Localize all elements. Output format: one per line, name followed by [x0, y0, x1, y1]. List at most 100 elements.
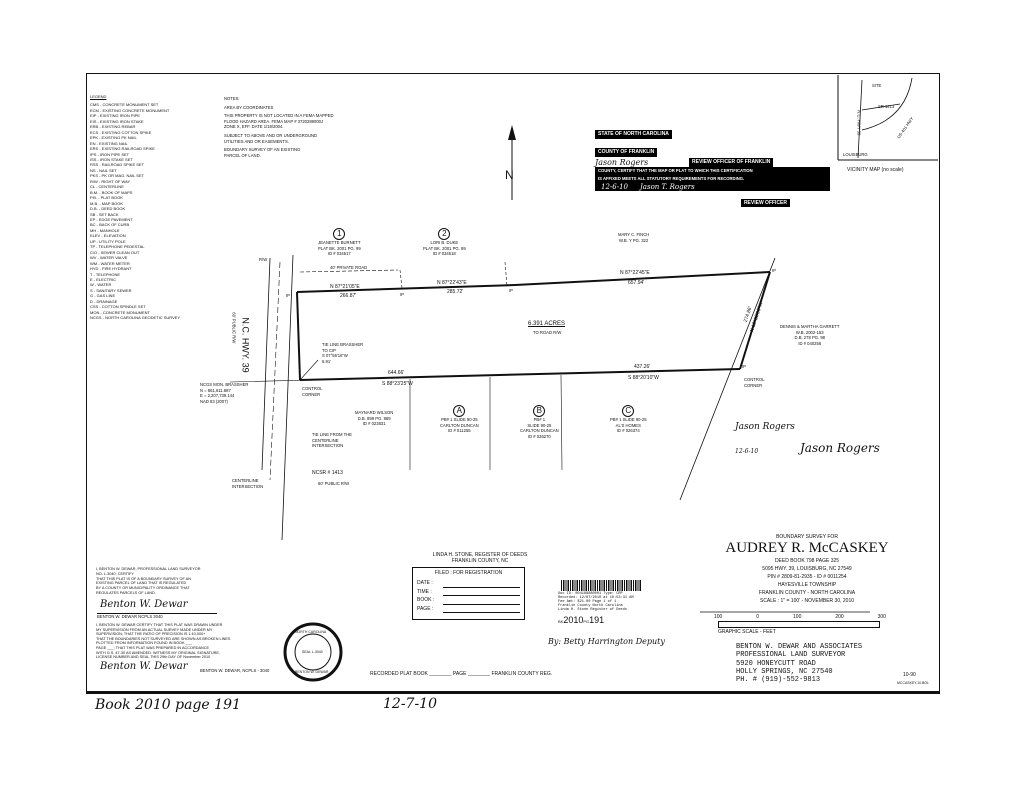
ip-marker: IP	[400, 292, 404, 297]
east-boundary	[739, 271, 771, 370]
legend-item: IPS - IRON PIPE SET	[90, 151, 130, 157]
certificate-line: LICENSE NUMBER AND SEAL THIS 29th DAY OF…	[96, 655, 211, 660]
owner-line: ID # 026270	[527, 433, 551, 439]
highway-label: N.C. HWY. 39	[240, 317, 251, 373]
review-date: 12-6-10	[601, 183, 628, 191]
vicinity-sr: SR 1413	[878, 104, 895, 109]
owner-line: PLAT BK. 2001 PG. 99	[423, 245, 466, 251]
firm-line: PROFESSIONAL LAND SURVEYOR	[736, 651, 846, 660]
recording-line: Recorded: 12/07/2010 at 10:53:31 AM	[558, 596, 634, 600]
owner-line: D.B. 278 PG. 98	[794, 335, 826, 341]
legend-item: D - DRAINAGE	[90, 298, 118, 304]
review-officer-title: REVIEW OFFICER	[740, 199, 790, 207]
owner-line: D.B. 899 PG. 869	[357, 415, 391, 421]
bearing-4: S 88°23'25"W	[382, 381, 413, 387]
surveyor-signature-2: Benton W. Dewar	[100, 661, 188, 672]
client-name: AUDREY R. McCASKEY	[725, 540, 889, 556]
owner-line: ID # 011255	[448, 428, 471, 434]
certificate-line: REGULATES PARCELS OF LAND.	[96, 590, 156, 595]
handwritten-date: 12-7-10	[383, 696, 437, 712]
certificate-line: BY A COUNTY OR MUNICIPALITY ORDINANCE TH…	[96, 586, 190, 591]
legend-item: P.B. - PLAT BOOK	[90, 195, 123, 201]
legend-item: ERS - EXISTING RAILROAD SPIKE	[90, 146, 155, 152]
certificate-line: MY SUPERVISION FROM AN ACTUAL SURVEY MAD…	[96, 627, 213, 632]
handwritten-review-sig-2: Jason Rogers	[800, 441, 880, 455]
legend-item: ERB - EXISTING REBAR	[90, 124, 136, 130]
note-line: PARCEL OF LAND.	[224, 152, 261, 158]
tie-text: TIE LINE BRASSHER TO CIP	[322, 342, 364, 353]
book-page-stamp: BK2010PG191	[558, 615, 604, 627]
note-line: THIS PROPERTY IS NOT LOCATED IN A FEMA M…	[224, 113, 334, 119]
legend-item: RSS - RAILROAD SPIKE SET	[90, 162, 145, 168]
legend-item: HYD - FIRE HYDRANT	[90, 266, 132, 272]
surveyor-certificate-2: I, BENTON W. DEWAR CERTIFY THAT THIS PLA…	[96, 623, 230, 660]
owner-number: 2	[438, 228, 451, 240]
distance-1: 266.87'	[340, 293, 357, 299]
review-state: STATE OF NORTH CAROLINA	[595, 130, 672, 139]
ip-marker: IP	[509, 288, 513, 293]
owner-line: W.B. Y PG. 322	[619, 237, 649, 243]
seal-top-text: NORTH CAROLINA	[295, 630, 327, 634]
review-county: COUNTY OF FRANKLIN	[595, 148, 658, 157]
acreage-note: TO ROAD R/W	[533, 330, 562, 335]
legend-item: B.M. - BOOK OF MAPS	[90, 189, 133, 195]
certificate-line: PAGE ___; THAT THIS PLAT WAS PREPARED IN…	[96, 645, 210, 650]
page-field[interactable]	[443, 605, 520, 613]
owner-line: SLIDE 90-25	[527, 422, 552, 428]
legend-item: W - WATER	[90, 282, 112, 288]
plat-border	[86, 73, 940, 694]
legend-item: WM - WATER METER	[90, 260, 130, 266]
dashed-adjoiner-1	[399, 269, 403, 289]
deed-reference: DEED BOOK 798 PAGE 325	[774, 558, 840, 564]
certificate-line: EXISTING PARCEL OF LAND THAT IS REGULATE…	[96, 581, 187, 586]
rw-marker: R/W	[259, 257, 268, 262]
graphic-scale-label: GRAPHIC SCALE - FEET	[718, 629, 776, 635]
hwy-centerline	[269, 261, 281, 481]
review-line3: IS AFFIXED MEETS ALL STATUTORY REQUIREME…	[595, 175, 830, 183]
note-line: ZONE X, EFF. DATE 1/19/2004.	[224, 124, 284, 130]
owner-line: ID # 026374	[616, 428, 640, 434]
owner-line: PLAT BK. 2001 PG. 99	[318, 245, 361, 251]
north-boundary-2	[514, 271, 771, 286]
pin-id: PIN # 2809-81-2935 - ID # 0011254	[767, 574, 847, 580]
tie-distance: 6.91'	[322, 358, 331, 364]
book-field[interactable]	[443, 596, 520, 605]
highway-rw: 60' PUBLIC R/W	[231, 312, 237, 344]
legend-item: EN - EXISTING NAIL	[90, 140, 128, 146]
owner-line: ID # 040256	[798, 340, 822, 346]
owner-line: JEANETTE BURNETT	[318, 240, 361, 245]
review-line2: COUNTY, CERTIFY THAT THE MAP OR PLAT TO …	[595, 167, 830, 175]
certificate-line: I, BENTON W. DEWAR, PROFESSIONAL LAND SU…	[96, 567, 201, 571]
hwy-rw-west	[261, 257, 271, 471]
note-line: BOUNDARY SURVEY OF AN EXISTING	[224, 147, 301, 153]
scale-date: SCALE : 1" = 100' - NOVEMBER 30, 2010	[759, 598, 855, 604]
time-field[interactable]	[443, 588, 520, 596]
date-label: DATE :	[417, 580, 433, 586]
scale-tick: 100	[793, 614, 802, 620]
distance-3: 657.94'	[628, 280, 645, 286]
sr-rw: 60' PUBLIC R/W	[318, 481, 350, 486]
owner-line: ID # 023831	[362, 421, 386, 427]
owner-line: W.B. 2002-153	[795, 329, 824, 335]
acreage: 6.391 ACRES	[528, 321, 566, 327]
page-label: PAGE :	[417, 605, 434, 612]
ncgs-line: E = 2,207,739.144	[200, 393, 235, 399]
sr-label: NCSR # 1413	[312, 470, 343, 476]
seal-bottom-text: BENTON W. DEWAR	[295, 670, 329, 674]
recording-line: Doc ID: 004188880001 Type: CRP	[558, 592, 623, 596]
legend-item: D.B. - DEED BOOK	[90, 206, 126, 212]
pg-label: PG	[583, 619, 590, 624]
note-line: AREA BY COORDINATES	[224, 104, 274, 110]
property-address: 5095 HWY. 39, LOUISBURG, NC 27549	[762, 566, 852, 572]
distance-4: 644.66'	[388, 370, 405, 376]
date-field[interactable]	[443, 579, 520, 588]
distance-5: 437.26'	[634, 364, 651, 370]
certificate-line: THAT THIS PLAT IS OF A BOUNDARY SURVEY O…	[96, 576, 191, 581]
legend-item: EIS - EXISTING IRON STAKE	[90, 118, 144, 124]
scale-tick: 0	[756, 614, 760, 620]
